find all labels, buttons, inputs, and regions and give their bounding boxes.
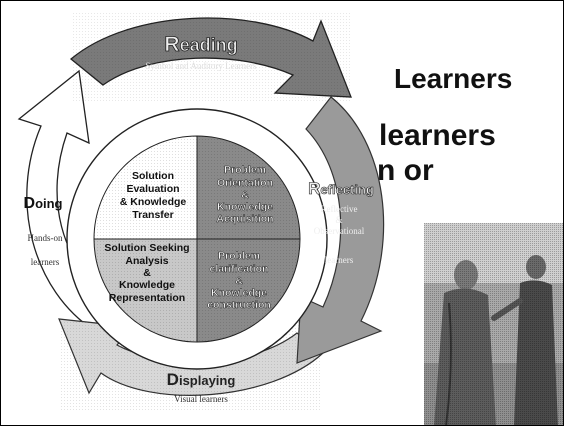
quadrant-br-line-5: construction: [207, 299, 271, 311]
quadrant-tr-line-5: Acquisition: [216, 213, 273, 225]
stage-doing-label: Doing: [24, 195, 63, 212]
heading-line-2: learners: [379, 119, 496, 152]
stage-displaying-rest: isplaying: [179, 373, 235, 388]
stage-reading-sub: Symbol and Auditory Learners: [145, 61, 257, 71]
stage-displaying-sub: Visual learners: [174, 394, 228, 404]
quadrant-br-line-2: clarification: [210, 263, 269, 275]
quadrant-bl-line-2: Analysis: [125, 255, 168, 267]
quadrant-br-line-3: &: [235, 275, 243, 287]
quadrants: [93, 135, 301, 343]
learning-cycle-diagram: Solution Evaluation & Knowledge Transfer…: [17, 11, 385, 411]
quadrant-bl-line-3: &: [143, 267, 151, 279]
stage-reflecting-label: Reflecting: [308, 179, 374, 198]
quadrant-bl-line-1: Solution Seeking: [104, 242, 189, 254]
quadrant-tr-line-1: Problem: [224, 164, 266, 176]
photo-grain: [424, 223, 563, 425]
quadrant-br-line-4: Knowledge: [211, 287, 267, 299]
stage-reflecting-sub-1: Reflective: [321, 204, 358, 214]
quadrant-br-line-1: Problem: [218, 250, 260, 262]
heading-line-3: n or: [377, 154, 434, 187]
stage-reflecting-initial: R: [308, 179, 320, 198]
stage-reading-initial: R: [164, 33, 179, 56]
quadrant-tr-line-2: Orientation: [217, 177, 273, 189]
stage-doing-sub-2: learners: [31, 257, 60, 267]
stage-reflecting-rest: eflecting: [320, 182, 374, 197]
quadrant-bl-line-5: Representation: [109, 292, 185, 304]
stage-reading-label: Reading: [164, 33, 237, 56]
two-people-photo: [424, 223, 563, 425]
quadrant-tl-line-4: Transfer: [132, 209, 173, 221]
quadrant-tl-line-2: Evaluation: [126, 183, 179, 195]
quadrant-tl-line-1: Solution: [132, 170, 174, 182]
stage-reflecting-sub-4: learners: [325, 255, 354, 265]
stage-displaying-label: Displaying: [167, 370, 236, 389]
quadrant-texture: [94, 136, 300, 342]
quadrant-tl-line-3: & Knowledge: [120, 196, 187, 208]
stage-doing-rest: oing: [35, 196, 62, 211]
quadrant-tr-line-4: Knowledge: [217, 201, 273, 213]
reflecting-arrow: [296, 96, 385, 364]
stage-reading-rest: eading: [180, 35, 238, 55]
quadrant-tr-line-3: &: [241, 189, 249, 201]
stage-displaying-initial: D: [167, 370, 179, 389]
stage-doing-initial: D: [24, 195, 36, 212]
quadrant-bl-line-4: Knowledge: [119, 279, 175, 291]
stage-doing-sub-1: Hands-on: [28, 233, 63, 243]
stage-reflecting-sub-3: Observational: [314, 226, 365, 236]
stage-reflecting-sub-2: &: [335, 215, 342, 225]
heading-line-1: Learners: [394, 63, 513, 94]
reading-arrow-texture: [71, 11, 351, 101]
